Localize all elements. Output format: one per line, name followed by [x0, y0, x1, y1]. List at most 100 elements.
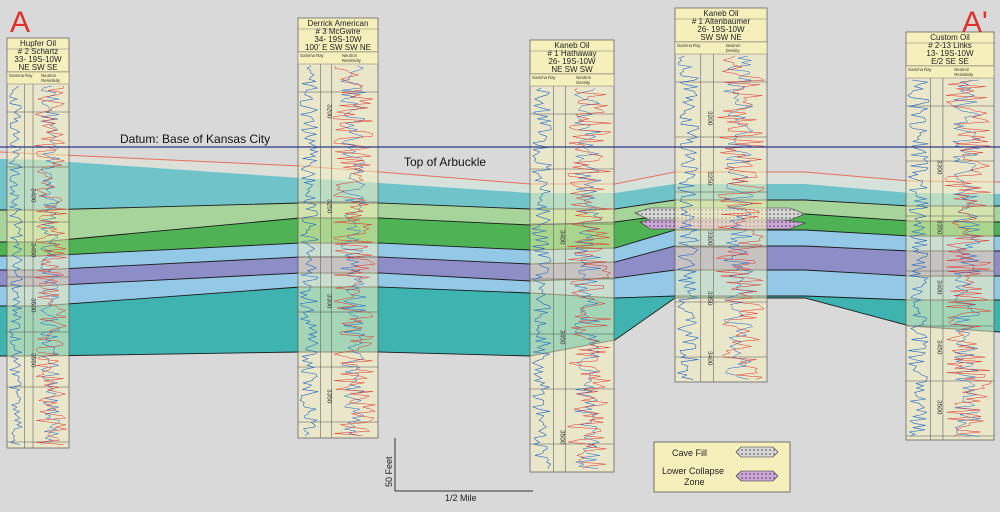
resistivity-curve	[333, 65, 377, 436]
gamma-track-label: Gamma Ray	[9, 73, 33, 78]
neutron-curve	[39, 85, 60, 445]
gamma-track-label: Gamma Ray	[532, 75, 556, 80]
well-number: # 2-13 Links	[928, 41, 972, 50]
gamma-track-label: Gamma Ray	[300, 53, 324, 58]
depth-label: 3350	[325, 389, 332, 404]
cave-fill-swatch	[735, 446, 779, 458]
resistivity-curve	[567, 87, 613, 469]
depth-label: 3300	[706, 231, 713, 246]
depth-label: 3200	[325, 104, 332, 119]
second-track-label: Density	[576, 80, 591, 85]
depth-label: 3500	[29, 298, 36, 313]
depth-label: 3450	[936, 340, 943, 355]
second-track-label: Resistivity	[342, 58, 362, 63]
gamma-track-label: Gamma Ray	[677, 43, 701, 48]
resistivity-curve	[716, 55, 766, 380]
well-header	[297, 17, 379, 53]
depth-label: 3350	[936, 220, 943, 235]
well-number: # 1 Altenbaumer	[692, 17, 751, 26]
well-operator: Kaneb Oil	[703, 9, 738, 18]
collapse-zone-swatch	[735, 470, 779, 482]
track-label-strip	[529, 73, 615, 87]
second-track-label: Density	[726, 48, 741, 53]
well-location: 13- 19S-10W	[926, 49, 974, 58]
gamma-ray-curve	[907, 79, 929, 437]
depth-label: 3200	[706, 111, 713, 126]
depth-label: 3350	[706, 291, 713, 306]
well-location-detail: NE SW SE	[18, 63, 57, 72]
section-end-letter: A'	[962, 6, 988, 39]
neutron-track-label: Neutron	[342, 53, 358, 58]
depth-label: 3300	[936, 160, 943, 175]
gamma-ray-curve	[531, 87, 553, 469]
well-location-detail: NE SW SW	[551, 65, 593, 74]
legend-collapse-label-1: Lower Collapse	[662, 466, 724, 476]
resistivity-curve	[944, 79, 992, 437]
neutron-track-label: Neutron	[41, 73, 57, 78]
gamma-ray-curve	[8, 85, 24, 445]
well-location: 26- 19S-10W	[548, 57, 596, 66]
track-label-strip	[905, 65, 995, 79]
depth-label: 3500	[559, 430, 566, 445]
section-start-letter: A	[10, 6, 30, 39]
horizontal-scale-label: 1/2 Mile	[445, 493, 477, 503]
legend-box	[653, 441, 791, 493]
well-operator: Hupfer Oil	[20, 39, 56, 48]
depth-label: 3500	[936, 400, 943, 415]
depth-label: 3550	[29, 353, 36, 368]
depth-label: 3400	[706, 351, 713, 366]
well-header	[674, 7, 768, 43]
legend-cave-fill-label: Cave Fill	[672, 448, 707, 458]
neutron-curve	[723, 55, 754, 380]
vertical-scale-label: 50 Feet	[384, 456, 394, 487]
gamma-ray-curve	[299, 65, 319, 436]
track-label-strip	[6, 71, 70, 85]
well-number: # 3 McGwire	[316, 27, 361, 36]
log-panel	[6, 71, 70, 449]
neutron-curve	[952, 79, 981, 437]
well-number: # 2 Schartz	[18, 47, 58, 56]
depth-label: 3450	[559, 330, 566, 345]
track-label-strip	[297, 51, 379, 65]
depth-label: 3250	[325, 199, 332, 214]
well-header	[529, 39, 615, 75]
stratigraphic-layers	[0, 152, 1000, 356]
well-location: 26- 19S-10W	[697, 25, 745, 34]
arbuckle-label: Top of Arbuckle	[404, 155, 486, 169]
depth-label: 3450	[29, 243, 36, 258]
neutron-track-label: Neutron	[726, 43, 742, 48]
scale-bar: 50 Feet 1/2 Mile	[384, 438, 533, 503]
gamma-track-label: Gamma Ray	[908, 67, 932, 72]
well-operator: Custom Oil	[930, 33, 970, 42]
resistivity-curve	[34, 86, 68, 445]
depth-label: 3300	[325, 294, 332, 309]
legend: Cave Fill Lower Collapse Zone	[653, 441, 791, 493]
well-location-detail: E/2 SE SE	[931, 57, 969, 66]
second-track-label: Resistivity	[954, 72, 974, 77]
well-number: # 1 Hathaway	[548, 49, 597, 58]
neutron-curve	[573, 87, 602, 469]
depth-label: 3250	[706, 171, 713, 186]
depth-label: 3400	[29, 188, 36, 203]
neutron-track-label: Neutron	[954, 67, 970, 72]
depth-label: 3400	[936, 280, 943, 295]
log-panel	[905, 65, 995, 441]
datum-label: Datum: Base of Kansas City	[120, 132, 270, 146]
well-operator: Kaneb Oil	[554, 41, 589, 50]
neutron-track-label: Neutron	[576, 75, 592, 80]
well-header	[6, 37, 70, 73]
gamma-ray-curve	[676, 55, 700, 380]
legend-collapse-label-2: Zone	[684, 477, 705, 487]
well-operator: Derrick American	[308, 19, 369, 28]
well-location: 34- 19S-10W	[314, 35, 362, 44]
track-label-strip	[674, 41, 768, 55]
basal-teal-layer	[0, 287, 1000, 356]
